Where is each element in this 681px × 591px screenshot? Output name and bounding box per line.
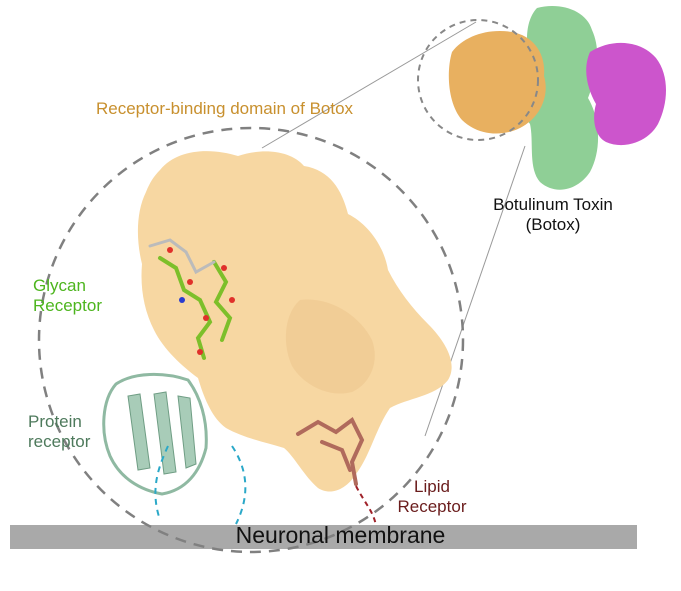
toxin-magenta-domain (586, 42, 666, 146)
botox-full-structure (417, 6, 666, 190)
toxin-orange-domain (448, 30, 546, 134)
protein-tether-right (231, 445, 247, 525)
glycan-molecule (148, 238, 235, 360)
botox-name-label: Botulinum Toxin (Botox) (493, 195, 613, 234)
protein-receptor-ribbon (102, 372, 208, 496)
toxin-zoom-circle (417, 19, 539, 141)
domain-zoom-circle (37, 126, 465, 554)
lipid-molecule (296, 416, 365, 486)
toxin-green-domain (523, 6, 599, 190)
neuronal-membrane-label: Neuronal membrane (235, 522, 446, 548)
surface-shading (285, 299, 375, 394)
lipid-receptor-label: Lipid Receptor (397, 477, 467, 516)
protein-tether-left (154, 445, 169, 521)
lipid-tether (355, 485, 377, 527)
zoom-line-top (261, 21, 477, 149)
glycan-receptor-label: Glycan Receptor (33, 276, 102, 315)
zoom-line-bottom (424, 145, 526, 437)
neuronal-membrane-bar (10, 525, 637, 549)
domain-title-label: Receptor-binding domain of Botox (96, 99, 354, 118)
protein-receptor-label: Protein receptor (28, 412, 91, 451)
